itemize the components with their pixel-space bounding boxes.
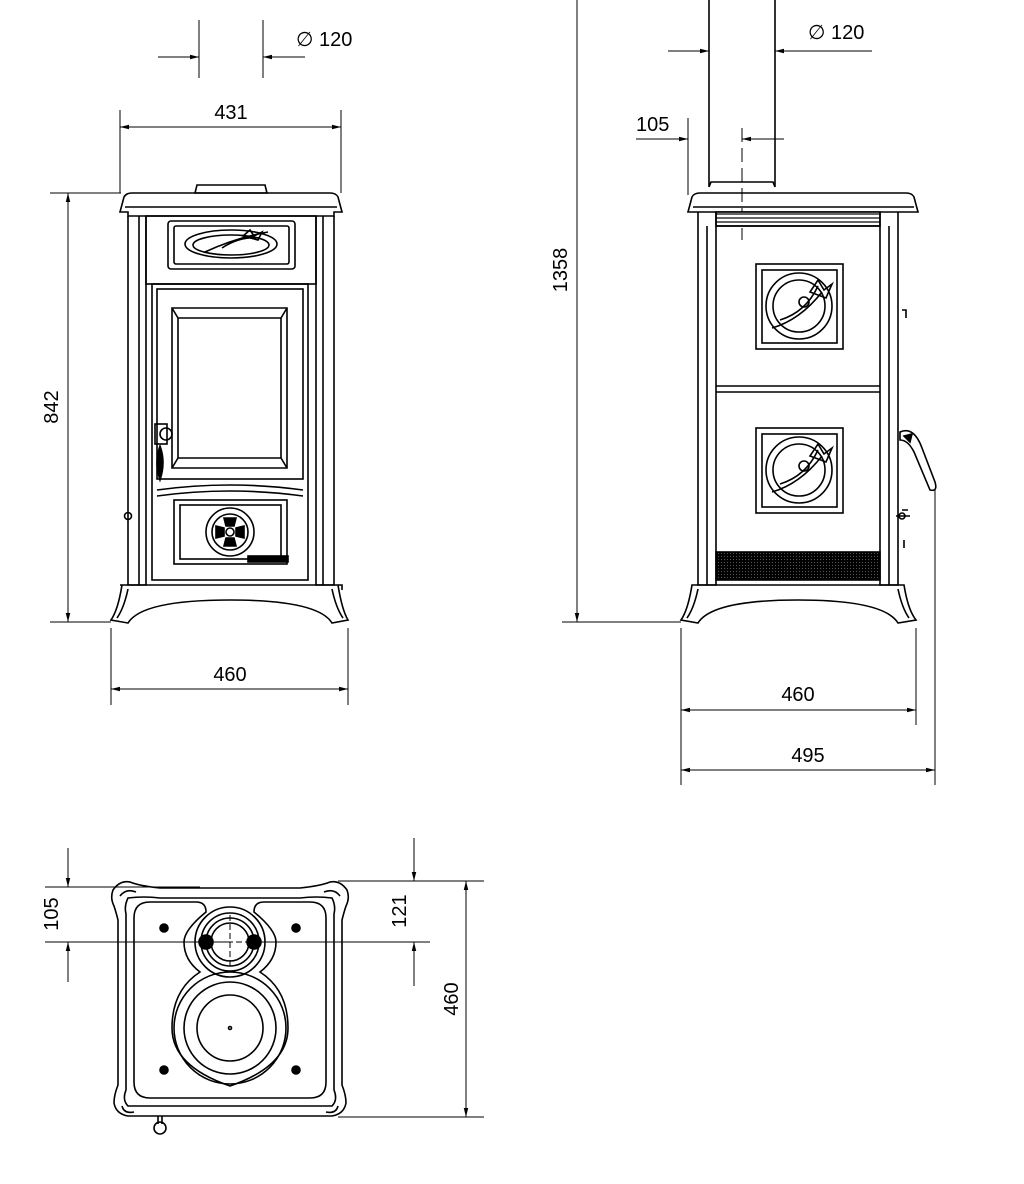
front-height-dimension	[50, 192, 121, 623]
side-flue-offset-label: 105	[636, 114, 669, 136]
side-flue-pipe	[708, 0, 776, 240]
side-width-dimension	[680, 628, 917, 785]
top-view: 105 121 460	[41, 838, 484, 1135]
front-stove-body	[109, 184, 350, 624]
side-depth-label: 495	[791, 745, 824, 767]
side-view: ∅ 120 105 1358 460 495	[550, 0, 937, 785]
side-width-label: 460	[781, 684, 814, 706]
front-top-width-dimension	[119, 110, 342, 193]
front-height-label: 842	[41, 390, 63, 423]
top-depth-dimension	[338, 880, 484, 1118]
side-flue-diameter-label: ∅ 120	[808, 22, 864, 44]
top-plan-outline	[110, 880, 350, 1135]
front-flue-diameter-label: ∅ 120	[296, 29, 352, 51]
side-depth-dimension	[681, 490, 936, 785]
front-base-width-label: 460	[213, 664, 246, 686]
top-depth-label: 460	[441, 982, 463, 1015]
top-flue-rear-label: 121	[389, 894, 411, 927]
side-stove-body	[679, 192, 937, 624]
front-top-width-label: 431	[214, 102, 247, 124]
side-flue-offset-dimension	[636, 118, 784, 195]
front-base-width-dimension	[110, 628, 349, 705]
top-flue-offset-label: 105	[41, 897, 63, 930]
front-view: ∅ 120 431 842 460	[41, 20, 352, 705]
front-flue-diameter-dimension	[158, 20, 305, 78]
side-total-height-dimension	[562, 0, 681, 623]
side-total-height-label: 1358	[550, 248, 572, 293]
